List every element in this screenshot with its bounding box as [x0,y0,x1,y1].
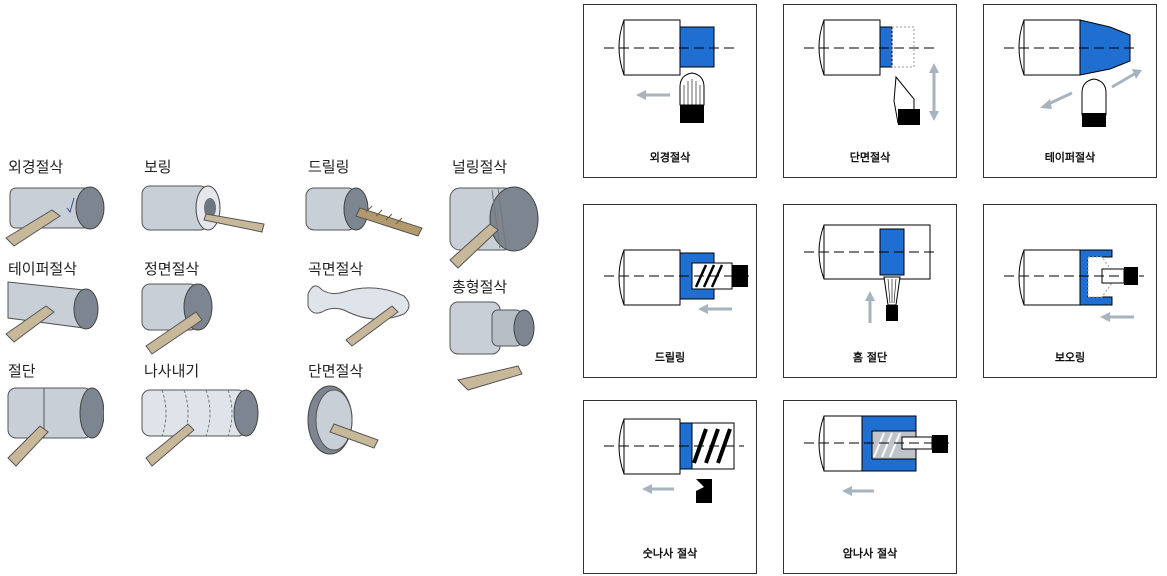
op-drilling: 드릴링 [304,156,429,256]
facing-illustration [307,385,379,455]
card-caption: 숫나사 절삭 [642,547,698,560]
knurling-illustration [449,186,539,269]
card-caption: 외경절삭 [649,151,691,164]
schematic [604,249,752,314]
threading-illustration [141,389,259,467]
operations-sketch-panel: 외경절삭 보링 드릴링 널링절삭 [0,0,540,576]
op-label: 널링절삭 [452,158,508,176]
card-caption: 테이퍼절삭 [1044,151,1096,164]
op-label: 단면절삭 [308,362,364,380]
card-caption: 홈 절단 [852,351,888,364]
schematic [1004,249,1144,322]
facing-illustration [141,283,213,355]
card-caption: 보오링 [1054,351,1086,364]
op-threading: 나사내기 [140,360,265,467]
op-knurling: 널링절삭 [448,156,573,269]
card-caption: 드릴링 [654,351,686,364]
op-cutoff: 절단 [4,360,129,467]
card-internal-threading: 암나사 절삭 [783,400,957,574]
taper-illustration [5,281,99,343]
schematic [604,418,744,503]
schematic [804,224,936,323]
card-drilling: 드릴링 [583,204,757,378]
op-label: 곡면절삭 [308,260,364,278]
op-form: 총형절삭 [448,278,573,391]
op-facing-1: 정면절삭 [140,258,265,358]
op-label: 절단 [8,362,36,380]
boring-illustration [141,185,265,233]
op-label: 총형절삭 [452,278,508,296]
drilling-illustration [305,187,423,237]
op-label: 보링 [144,158,172,176]
schematic [804,415,950,496]
card-taper: 테이퍼절삭 [983,4,1157,178]
op-label: 정면절삭 [144,260,200,278]
card-facing: 단면절삭 [783,4,957,178]
card-caption: 단면절삭 [849,151,891,164]
op-label: 드릴링 [308,158,350,176]
schematic [604,19,736,123]
schematic [804,19,939,125]
op-label: 외경절삭 [8,158,64,176]
card-external-threading: 숫나사 절삭 [583,400,757,574]
op-boring: 보링 [140,156,265,256]
contour-illustration [307,285,410,347]
op-label: 나사내기 [144,362,200,380]
op-od: 외경절삭 [4,156,129,256]
card-caption: 암나사 절삭 [842,547,898,560]
op-contour: 곡면절삭 [304,258,429,358]
op-facing-2: 단면절삭 [304,360,429,460]
turning-illustration [5,186,105,247]
card-boring: 보오링 [983,204,1157,378]
card-grooving: 홈 절단 [783,204,957,378]
op-label: 테이퍼절삭 [8,260,78,278]
cutoff-illustration [7,387,104,467]
form-tool-illustration [449,301,535,391]
schematic [1004,19,1142,127]
card-od-turning: 외경절삭 [583,4,757,178]
op-taper: 테이퍼절삭 [4,258,129,358]
